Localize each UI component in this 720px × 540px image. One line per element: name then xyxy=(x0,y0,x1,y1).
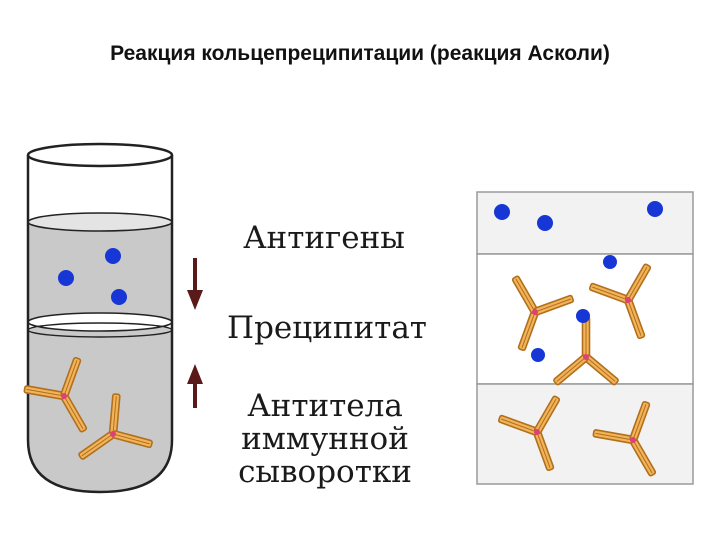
antibodies-label-line2: иммунной xyxy=(220,423,430,456)
antigen-dot xyxy=(576,309,590,323)
serum-layer xyxy=(20,222,180,502)
precipitate-label: Преципитат xyxy=(212,312,442,345)
arrow-up xyxy=(187,364,203,408)
antigen-dot xyxy=(647,201,663,217)
antigen-dot xyxy=(537,215,553,231)
test-tube xyxy=(20,144,180,502)
antigen-dot xyxy=(531,348,545,362)
antibodies-label-line3: сыворотки xyxy=(220,456,430,489)
antigen-dot xyxy=(111,289,127,305)
antigen-dot xyxy=(494,204,510,220)
antibodies-label-line1: Антитела xyxy=(220,390,430,423)
antigen-dot xyxy=(58,270,74,286)
antigen-dot xyxy=(603,255,617,269)
antigen-dot xyxy=(105,248,121,264)
antigens-label: Антигены xyxy=(224,222,424,255)
arrow-down xyxy=(187,258,203,310)
magnified-view xyxy=(477,192,693,491)
